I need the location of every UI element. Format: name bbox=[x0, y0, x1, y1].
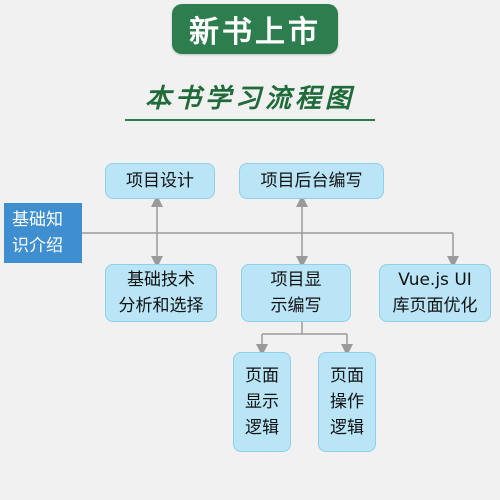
title-underline bbox=[125, 119, 375, 121]
project-backend-label: 项目后台编写 bbox=[260, 171, 363, 191]
page-display-line1: 页面 bbox=[245, 366, 279, 386]
intro-node: 基础知 识介绍 bbox=[4, 203, 82, 263]
diagram-title: 本书学习流程图 bbox=[144, 83, 355, 114]
page-operation-line3: 逻辑 bbox=[330, 418, 364, 438]
page-display-node: 页面 显示 逻辑 bbox=[233, 352, 291, 452]
project-design-label: 项目设计 bbox=[126, 171, 194, 191]
page-display-line3: 逻辑 bbox=[245, 418, 279, 438]
page-display-line2: 显示 bbox=[245, 392, 279, 412]
intro-line1: 基础知 bbox=[12, 210, 63, 230]
project-backend-node: 项目后台编写 bbox=[239, 163, 384, 199]
basic-tech-line1: 基础技术 bbox=[127, 270, 195, 290]
vue-ui-line1: Vue.js UI bbox=[398, 270, 472, 290]
basic-tech-line2: 分析和选择 bbox=[118, 296, 204, 316]
project-display-node: 项目显 示编写 bbox=[241, 264, 351, 322]
intro-line2: 识介绍 bbox=[12, 236, 63, 256]
page-operation-node: 页面 操作 逻辑 bbox=[318, 352, 376, 452]
vue-ui-line2: 库页面优化 bbox=[392, 296, 478, 316]
banner-text: 新书上市 bbox=[189, 15, 321, 50]
project-design-node: 项目设计 bbox=[105, 163, 215, 199]
page-operation-line1: 页面 bbox=[330, 366, 364, 386]
vue-ui-node: Vue.js UI 库页面优化 bbox=[379, 264, 491, 322]
basic-tech-node: 基础技术 分析和选择 bbox=[105, 264, 217, 322]
project-display-line1: 项目显 bbox=[270, 270, 322, 290]
project-display-line2: 示编写 bbox=[270, 296, 322, 316]
page-operation-line2: 操作 bbox=[330, 392, 364, 412]
banner: 新书上市 bbox=[172, 4, 338, 54]
